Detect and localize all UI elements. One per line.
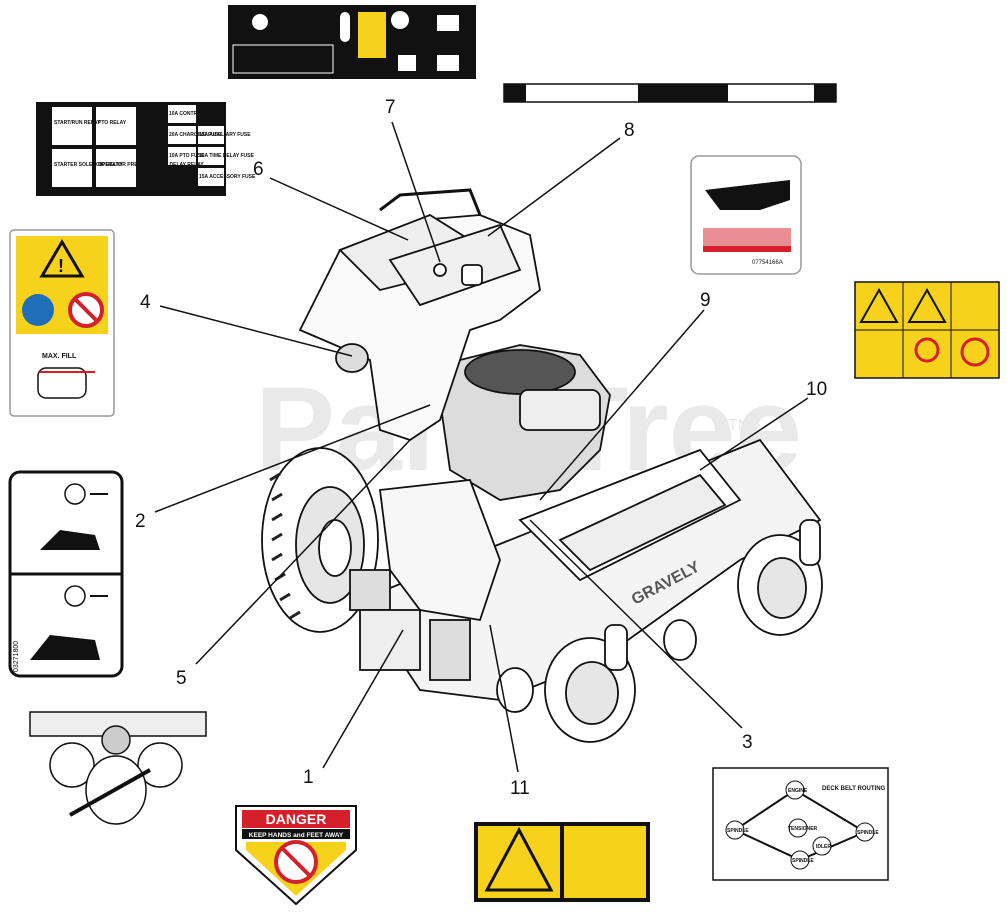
callout-8: 8 <box>624 120 635 141</box>
max-fill-label: MAX. FILL <box>42 353 77 360</box>
belt-spindle-left-label: SPINDLE <box>727 828 749 834</box>
lever-decal-part-no: 03271800 <box>13 641 20 672</box>
belt-spindle-right-label: SPINDLE <box>857 830 879 836</box>
leader-lines <box>154 121 809 773</box>
callout-10: 10 <box>806 379 827 400</box>
callout-5: 5 <box>176 668 187 689</box>
hand-hazard-decal: 07754166A <box>690 155 802 275</box>
control-panel-decal <box>228 5 476 79</box>
belt-tensioner-label: TENSIONER <box>788 826 818 832</box>
belt-routing-title: DECK BELT ROUTING <box>822 786 886 792</box>
deck-warning-decal <box>474 822 650 902</box>
callout-4: 4 <box>140 292 151 313</box>
fuse-accessory-label: 15A ACCESSORY FUSE <box>199 174 256 180</box>
lever-position-decal: 03271800 <box>8 470 124 678</box>
fuse-controls-label: 10A CONTROLS FUSE <box>169 111 223 117</box>
hand-decal-part-no: 07754166A <box>752 260 783 266</box>
fuse-charging-label: 20A CHARGING FUSE <box>169 132 222 138</box>
callout-7: 7 <box>385 97 396 118</box>
callout-numbers: 1 2 3 4 5 6 7 8 9 10 11 <box>135 97 827 799</box>
fuse-pto-label: 10A PTO FUSE <box>169 153 205 159</box>
ruler-decal <box>503 83 837 103</box>
callout-3: 3 <box>742 732 753 753</box>
danger-decal: DANGER KEEP HANDS and FEET AWAY <box>235 805 357 906</box>
operator-warning-decal <box>854 281 1000 379</box>
fuel-warning-decal: ! MAX. FILL <box>9 229 115 417</box>
callout-9: 9 <box>700 290 711 311</box>
read-manual-icon <box>22 294 54 326</box>
deck-pulley-illustration <box>29 711 207 825</box>
starter-solenoid-relay-label: STARTER SOLENOID RELAY <box>54 162 123 168</box>
danger-title: DANGER <box>266 811 327 827</box>
fuse-time-delay-label: 10A TIME DELAY FUSE <box>199 153 254 159</box>
belt-spindle-bottom-label: SPINDLE <box>792 858 814 864</box>
callout-1: 1 <box>303 767 314 788</box>
belt-engine-label: ENGINE <box>788 788 808 794</box>
mower-illustration: GRAVELY <box>261 188 823 743</box>
operator-presence-relay-label: OPERATOR PRESENCE TIME DELAY RELAY <box>98 162 204 168</box>
svg-text:!: ! <box>58 256 64 276</box>
deck-belt-routing-decal: DECK BELT ROUTING ENGINE SPINDLE SPINDLE… <box>712 767 889 881</box>
danger-subtitle: KEEP HANDS and FEET AWAY <box>249 832 344 839</box>
relay-fuse-decal: START/RUN RELAY PTO RELAY STARTER SOLENO… <box>36 102 256 196</box>
pto-relay-label: PTO RELAY <box>98 120 127 126</box>
callout-6: 6 <box>253 159 264 180</box>
fuse-auxiliary-label: 15A AUXILIARY FUSE <box>199 132 251 138</box>
start-run-relay-label: START/RUN RELAY <box>54 120 101 126</box>
callout-2: 2 <box>135 511 146 532</box>
belt-idler-label: IDLER <box>816 844 831 850</box>
watermark-tm: TM <box>728 417 751 434</box>
callout-11: 11 <box>510 778 530 799</box>
